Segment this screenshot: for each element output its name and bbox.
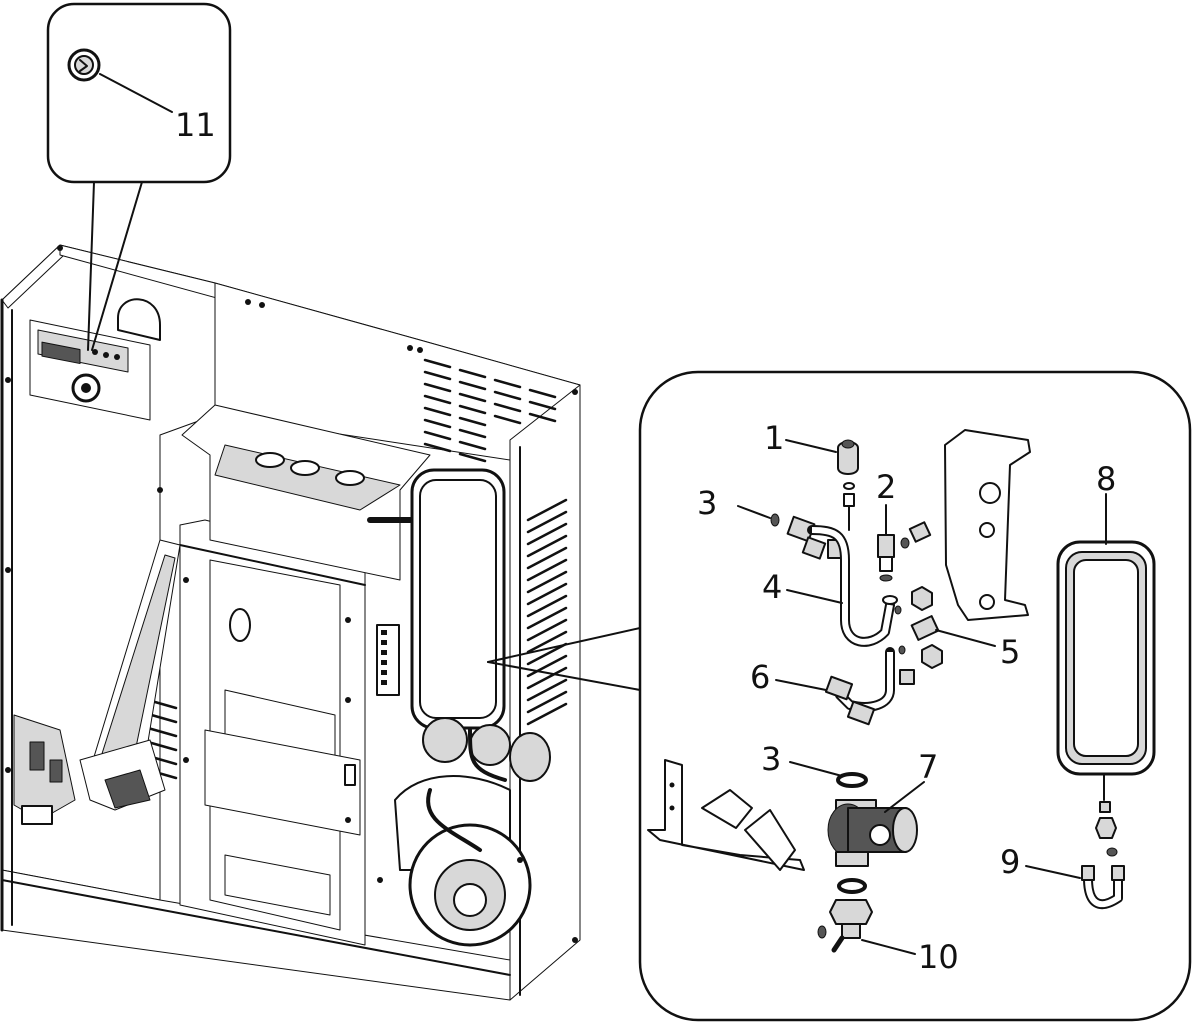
- left-components: [13, 714, 76, 825]
- callout-1: 1: [764, 419, 784, 457]
- inset-control-detail: 11: [46, 2, 232, 351]
- gasket-icon: [770, 513, 780, 527]
- callout-3-lower: 3: [761, 740, 781, 778]
- air-vent-valve: [837, 439, 859, 507]
- pump-gasket-upper: [836, 772, 868, 788]
- threaded-fitting: [910, 615, 940, 641]
- circulator-pump: [827, 799, 918, 867]
- flow-pipe: [807, 525, 898, 647]
- vessel-connection-pipe: [1081, 865, 1125, 910]
- pressure-gauge-icon: [67, 48, 101, 82]
- callout-4: 4: [762, 568, 782, 606]
- callout-10: 10: [918, 938, 959, 976]
- callout-7: 7: [918, 748, 938, 786]
- expansion-vessel: [1056, 540, 1156, 801]
- mounting-bracket: [944, 429, 1031, 621]
- safety-valve: [877, 504, 932, 582]
- hex-nuts: [894, 586, 943, 669]
- combustion-fan: [394, 775, 532, 947]
- side-vent-slots: [526, 498, 568, 726]
- callout-9: 9: [1000, 843, 1020, 881]
- return-pipe: [824, 647, 915, 726]
- callout-8: 8: [1096, 460, 1116, 498]
- callout-11: 11: [175, 106, 216, 144]
- back-vent-slots: [423, 358, 557, 463]
- vessel-fittings: [1095, 801, 1118, 857]
- callout-6: 6: [750, 658, 770, 696]
- pump-bracket: [647, 759, 805, 871]
- callout-3-upper: 3: [697, 484, 717, 522]
- inset-hydraulic-exploded: 1 2 3 4: [487, 370, 1192, 1022]
- pump-gasket-lower: [837, 878, 867, 894]
- callout-5: 5: [1000, 633, 1020, 671]
- boiler-cabinet: [0, 244, 581, 1001]
- isolation-valve: [817, 899, 873, 953]
- callout-2: 2: [876, 468, 896, 506]
- installed-pump: [367, 517, 551, 782]
- pipe-fittings: [786, 505, 850, 560]
